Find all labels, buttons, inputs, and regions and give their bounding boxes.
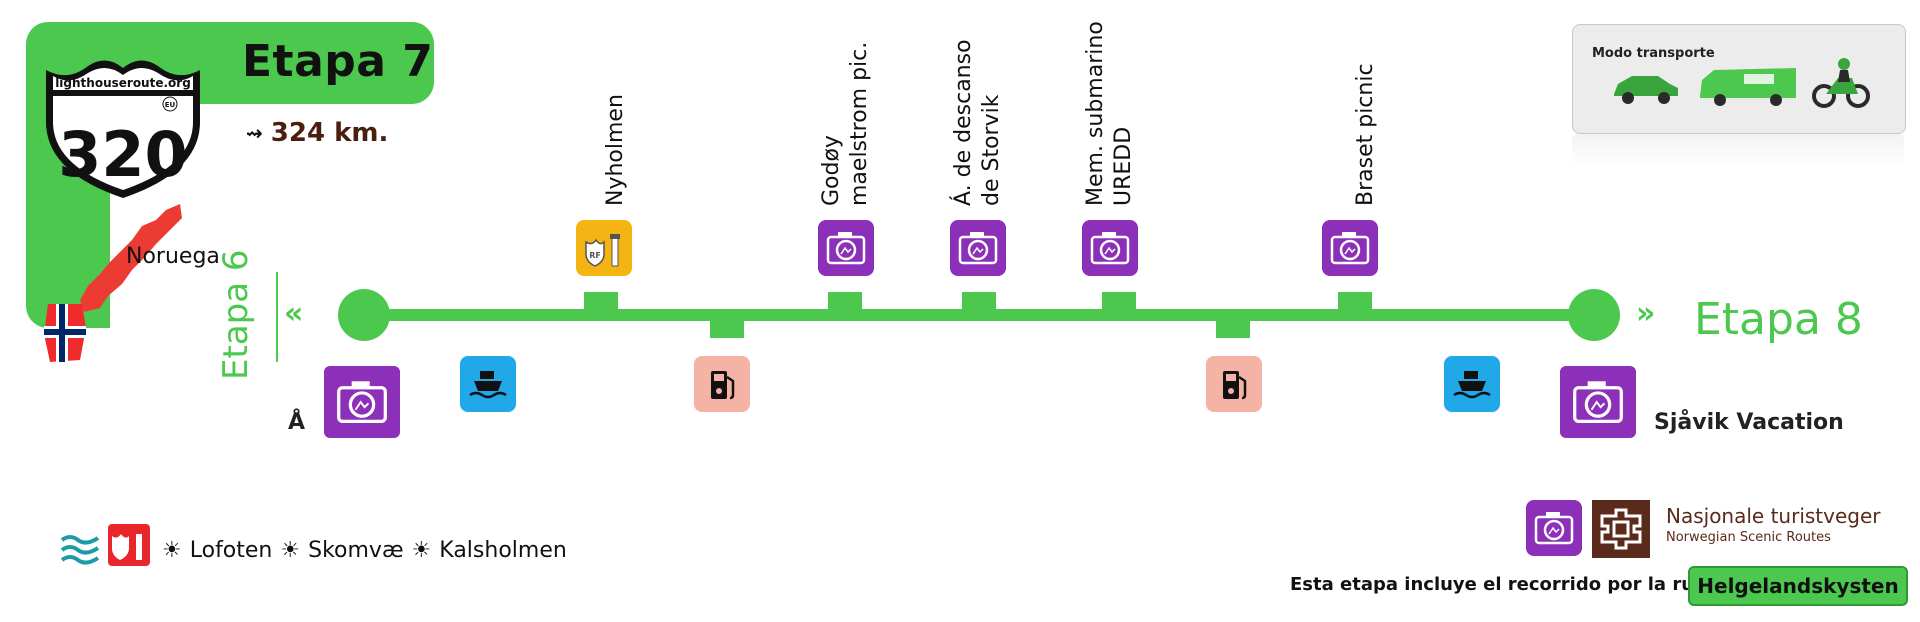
- stage-distance: ⇝ 324 km.: [246, 118, 388, 148]
- legend-item: Lofoten: [189, 537, 273, 563]
- route-tick: [710, 318, 744, 338]
- scenic-routes-logo-icon: [1592, 500, 1650, 558]
- start-place-label: Å: [288, 410, 306, 435]
- norway-map-icon: [80, 204, 182, 312]
- route-number: 320: [58, 118, 187, 191]
- legend-item: Kalsholmen: [439, 537, 567, 563]
- camera-icon: [1526, 500, 1582, 556]
- motorbike-icon[interactable]: [1812, 56, 1870, 108]
- stop-label-nyholmen: Nyholmen: [603, 94, 628, 206]
- prev-stage-divider: [276, 272, 278, 362]
- camera-icon[interactable]: [324, 366, 400, 438]
- legend-item: Skomvæ: [308, 537, 404, 563]
- legend: ☀ Lofoten ☀ Skomvæ ☀ Kalsholmen: [60, 524, 567, 570]
- camera-icon[interactable]: [1082, 220, 1138, 276]
- scenic-route-badge[interactable]: Helgelandskysten: [1688, 566, 1908, 606]
- scenic-routes-subtitle: Norwegian Scenic Routes: [1666, 530, 1831, 545]
- stop-label-uredd: Mem. submarino UREDD: [1083, 21, 1136, 206]
- norway-flag-icon: [44, 304, 86, 362]
- route-start-node: [338, 289, 390, 341]
- stage-title: Etapa 7: [242, 36, 434, 87]
- car-icon[interactable]: [1610, 70, 1682, 106]
- country-label: Noruega: [126, 244, 220, 269]
- route-tick: [1216, 318, 1250, 338]
- scenic-route-note: Esta etapa incluye el recorrido por la r…: [1290, 574, 1715, 595]
- route-tick: [1102, 292, 1136, 312]
- shield-badge: EU: [165, 101, 176, 109]
- ferry-icon[interactable]: [460, 356, 516, 412]
- sun-icon: ☀: [411, 537, 432, 563]
- camera-icon[interactable]: [818, 220, 874, 276]
- ferry-icon[interactable]: [1444, 356, 1500, 412]
- transport-title: Modo transporte: [1592, 46, 1715, 61]
- distance-value: 324 km.: [270, 118, 389, 148]
- camper-icon[interactable]: [1696, 62, 1800, 108]
- route-tick: [962, 292, 996, 312]
- camera-icon[interactable]: [1560, 366, 1636, 438]
- stop-label-godoy: Godøy maelstrom pic.: [819, 41, 872, 206]
- end-place-label: Sjåvik Vacation: [1654, 410, 1844, 435]
- stop-label-storvik: Á. de descanso de Storvik: [951, 39, 1004, 206]
- route-end-node: [1568, 289, 1620, 341]
- lighthouse-red-icon: [108, 524, 150, 566]
- shield-site: lighthouseroute.org: [55, 76, 191, 90]
- route-tick: [828, 292, 862, 312]
- route-line: [364, 309, 1596, 321]
- fuel-icon[interactable]: [1206, 356, 1262, 412]
- svg-text:RF: RF: [589, 251, 601, 260]
- prev-stage-chevron-icon: «: [284, 296, 304, 331]
- sun-icon: ☀: [162, 537, 182, 563]
- waves-icon: [60, 535, 100, 565]
- camera-icon[interactable]: [1322, 220, 1378, 276]
- next-stage-label: Etapa 8: [1694, 294, 1863, 345]
- sun-icon: ☀: [280, 537, 301, 563]
- route-shield-icon: lighthouseroute.org EU 320: [46, 60, 200, 198]
- stop-label-braset: Braset picnic: [1353, 63, 1378, 206]
- transport-panel-reflection: [1572, 134, 1904, 166]
- fuel-icon[interactable]: [694, 356, 750, 412]
- distance-arrow-icon: ⇝: [246, 121, 263, 145]
- scenic-routes-name: Nasjonale turistveger: [1666, 504, 1881, 528]
- route-tick: [584, 292, 618, 312]
- prev-stage-label: Etapa 6: [216, 249, 256, 380]
- camera-icon[interactable]: [950, 220, 1006, 276]
- next-stage-chevron-icon: »: [1636, 296, 1656, 331]
- route-tick: [1338, 292, 1372, 312]
- lighthouse-rf-icon[interactable]: RF: [576, 220, 632, 276]
